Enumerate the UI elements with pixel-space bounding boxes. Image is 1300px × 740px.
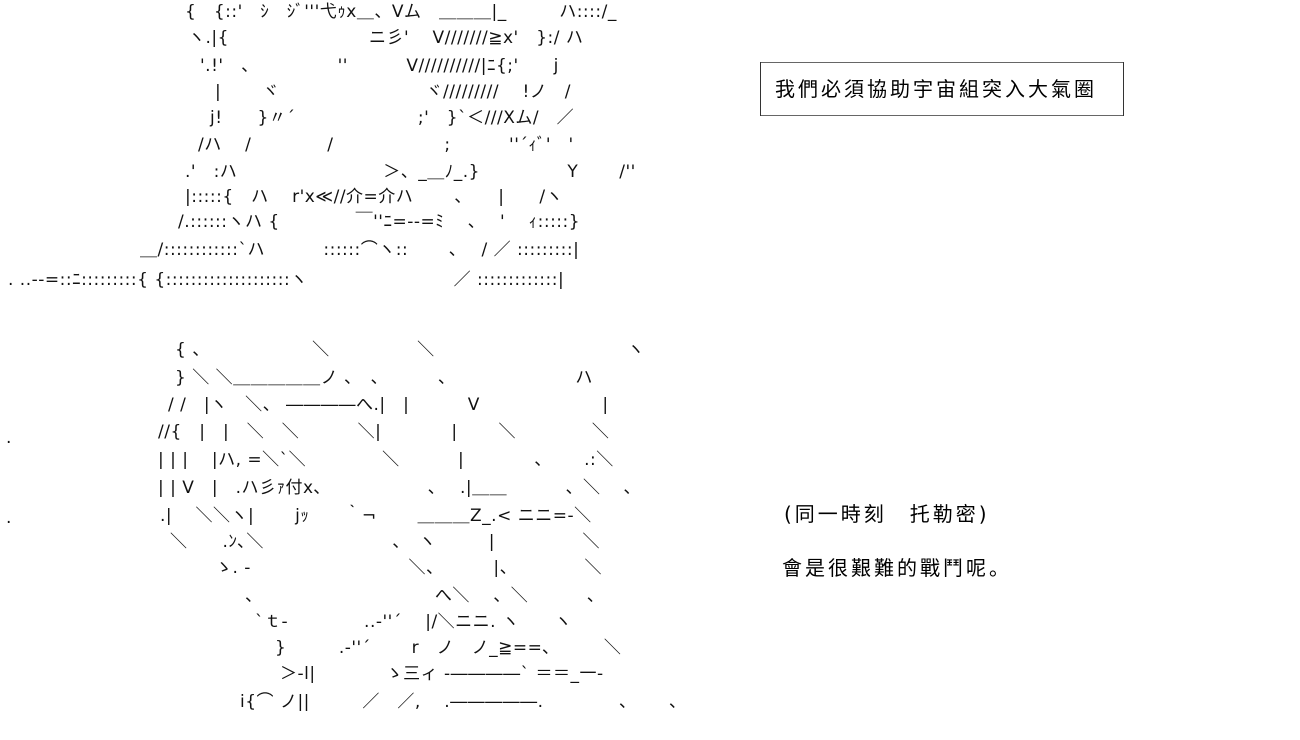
ascii-art-line: ＿/::::::::::::`ハ ::::::⌒ヽ:: ､ / ／ ::::::… xyxy=(140,240,580,260)
ascii-art-line: .' :ハ ＞、_＿ﾉ_.} Y /'' xyxy=(185,162,636,182)
ascii-art-line: / / |ヽ ＼、 ――――へ.| | V | xyxy=(168,395,609,415)
ascii-art-line: . ..‐‐=::ﾆ:::::::::{ {::::::::::::::::::… xyxy=(8,270,565,290)
ascii-art-line: | ヾ ヾ///////// !ノ / xyxy=(215,82,572,102)
ascii-art-line: ヽ.|{ ニ彡' V///////≧x' }:/ ハ xyxy=(188,28,584,48)
speaker-caption: (同一時刻 托勒密) xyxy=(784,502,990,526)
ascii-art-line: { {::' ｼ ｼﾞ'''弋ｩx＿、Vム ＿＿＿|_ ハ::::/_ xyxy=(185,2,617,22)
ascii-art-line: |:::::{ ハ r'x≪//介=介ハ 、 | /ヽ xyxy=(185,187,564,207)
ascii-art-line: .| ＼＼ヽ| jｯ ｀¬ ＿＿＿Z_.< ニニ=-＼ xyxy=(160,506,592,526)
ascii-art-line: } ＼ ＼＿＿＿＿＿ノ 、 、 、 ハ xyxy=(175,368,593,388)
ascii-art-line: `ｔ- ..-''´ |/＼ニニ. ヽ ヽ xyxy=(255,612,572,632)
ascii-art-line: /.::::::ヽハ { ￣''ﾆ=-‐=ﾐ 、 ' ｨ:::::} xyxy=(178,212,581,232)
ascii-art-line: { 、 ＼ ＼ ヽ xyxy=(175,340,645,360)
ascii-art-line: //{ | | ＼ ＼ ＼| | ＼ ＼ xyxy=(158,422,610,442)
speech-text: 會是很艱難的戰鬥呢。 xyxy=(782,556,1012,580)
narration-text: 我們必須協助宇宙組突入大氣圈 xyxy=(775,77,1097,101)
ascii-art-dot: . xyxy=(6,428,12,448)
ascii-art-line: /ハ / / ; ''´ｨﾞ' ' xyxy=(198,135,574,155)
ascii-art-line: ＞-l| ゝ三ィ -――――` ＝＝_一‐ xyxy=(280,664,604,684)
ascii-art-line: | | | |ハ, =＼`＼ ＼ | 、 .:＼ xyxy=(158,450,614,470)
ascii-art-line: i{⌒ ノ|| ／ ／, .―――――. ､ ､ xyxy=(240,692,679,712)
ascii-art-dot: . xyxy=(6,508,12,528)
ascii-art-line: ゝ. - ＼、 |、 ＼ xyxy=(215,558,602,578)
ascii-art-line: j! }〃´ ;' }`＜///Xム/ ／ xyxy=(210,108,575,128)
ascii-art-line: '.!' 、 '' V//////////|ﾆ{;' j xyxy=(200,56,559,76)
ascii-art-line: | | V | .ハ彡ｧ付x､ 、 .|＿＿ 、＼ ､ xyxy=(158,478,633,498)
ascii-art-line: 、 へ＼ 、＼ 、 xyxy=(245,586,605,606)
ascii-art-line: } .-''´ r ノ ノ_≧==､ ＼ xyxy=(275,638,622,658)
narration-box: 我們必須協助宇宙組突入大氣圈 xyxy=(760,62,1124,116)
ascii-art-line: ＼ .ﾝ､＼ 、 ヽ | ＼ xyxy=(170,532,601,552)
